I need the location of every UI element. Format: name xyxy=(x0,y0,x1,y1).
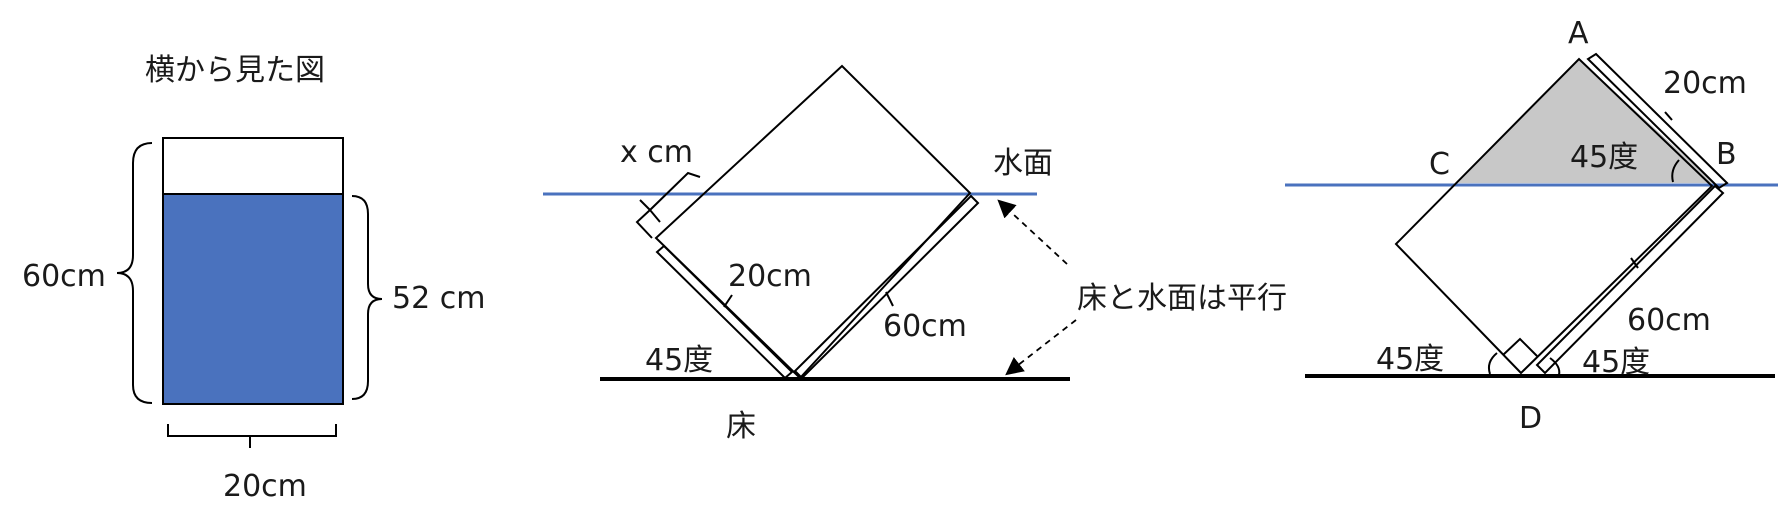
point-c-label: C xyxy=(1429,147,1450,182)
side-view-title: 横から見た図 xyxy=(145,53,325,88)
water-depth-brace xyxy=(351,195,383,400)
side-view-panel: 横から見た図 60cm 52 cm 20cm xyxy=(22,53,485,504)
angle-d-right-label: 45度 xyxy=(1582,345,1650,380)
width-brace xyxy=(167,424,337,448)
point-b-label: B xyxy=(1716,137,1737,172)
long-side-dimension-bar xyxy=(793,194,980,380)
floor-label: 床 xyxy=(726,409,756,444)
angle-d-left-label: 45度 xyxy=(1376,342,1444,377)
long-side-tick xyxy=(885,291,894,307)
arrow-to-water-surface xyxy=(997,199,1068,265)
parallel-note: 床と水面は平行 xyxy=(1077,281,1287,316)
short-side-dimension-bar xyxy=(655,244,794,380)
x-dimension-bracket xyxy=(635,171,701,239)
container-width-label: 20cm xyxy=(223,469,307,504)
ab-dimension-bar xyxy=(1586,52,1729,190)
height-brace xyxy=(116,142,153,404)
right-container-outline xyxy=(1394,57,1714,375)
bd-dimension-bar xyxy=(1535,184,1725,375)
geometry-panel: 20cm 60cm A B C D 45度 45度 45度 xyxy=(1285,16,1778,436)
short-side-label: 20cm xyxy=(728,259,812,294)
container-air-region xyxy=(162,137,344,195)
bd-tick xyxy=(1630,257,1639,269)
x-dimension-label: x cm xyxy=(620,135,693,170)
point-d-label: D xyxy=(1519,401,1542,436)
tilted-view-panel: 20cm 60cm x cm 水面 45度 床 床と水面は平行 xyxy=(543,64,1287,444)
right-angle-mark-d xyxy=(1502,337,1538,357)
angle-arc-b xyxy=(1671,159,1680,183)
ab-tick xyxy=(1664,111,1673,121)
bd-length-label: 60cm xyxy=(1627,303,1711,338)
short-side-tick xyxy=(723,294,733,308)
shaded-triangle-abc xyxy=(1458,59,1714,183)
water-depth-label: 52 cm xyxy=(392,281,485,316)
arrow-to-floor xyxy=(1005,319,1077,376)
angle-arc-d-right xyxy=(1549,357,1561,376)
angle-arc-d-left xyxy=(1487,352,1498,375)
angle-b-label: 45度 xyxy=(1570,140,1638,175)
ab-length-label: 20cm xyxy=(1663,66,1747,101)
long-side-label: 60cm xyxy=(883,309,967,344)
container-height-label: 60cm xyxy=(22,259,106,294)
water-surface-label: 水面 xyxy=(993,146,1053,181)
floor-angle-label: 45度 xyxy=(645,343,713,378)
point-a-label: A xyxy=(1568,16,1589,51)
container-water-region xyxy=(162,193,344,405)
